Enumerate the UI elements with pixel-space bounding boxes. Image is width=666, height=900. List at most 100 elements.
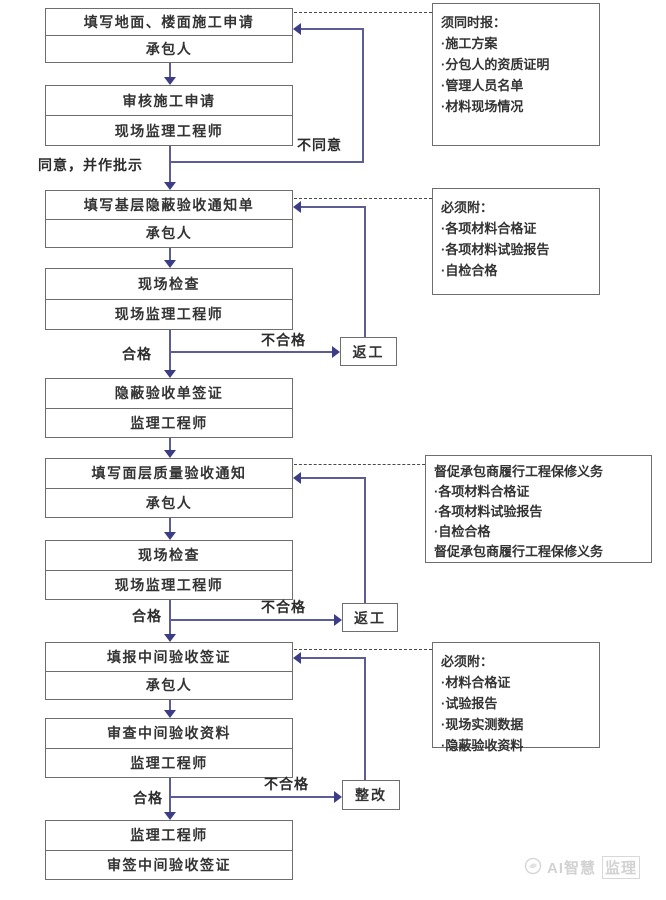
annotation-line: 督促承包商履行工程保修义务 bbox=[434, 544, 604, 559]
flow-line bbox=[169, 146, 171, 182]
arrow-right-icon bbox=[334, 791, 342, 803]
annotation-line: ·施工方案 bbox=[441, 36, 498, 51]
edge-label-pass-3: 合格 bbox=[133, 790, 163, 806]
step-review-construction-application: 审核施工申请 现场监理工程师 bbox=[45, 85, 293, 146]
step-title: 审核施工申请 bbox=[46, 86, 292, 116]
step-review-intermediate-acceptance-data: 审查中间验收资料 监理工程师 bbox=[45, 718, 293, 778]
arrow-down-icon bbox=[164, 260, 176, 268]
flow-line bbox=[169, 518, 171, 533]
annotation-submit-with: 须同时报： ·施工方案 ·分包人的资质证明 ·管理人员名单 ·材料现场情况 bbox=[432, 3, 600, 146]
annotation-line: 须同时报： bbox=[441, 15, 507, 30]
annotation-line: ·隐蔽验收资料 bbox=[441, 738, 524, 753]
dashed-link-2 bbox=[294, 198, 432, 199]
watermark-logo-icon bbox=[524, 857, 542, 879]
dashed-link-1 bbox=[294, 12, 432, 13]
annotation-line: ·各项材料合格证 bbox=[434, 484, 530, 499]
step-site-inspection-1: 现场检查 现场监理工程师 bbox=[45, 268, 293, 330]
annotation-must-attach-2: 必须附： ·材料合格证 ·试验报告 ·现场实测数据 ·隐蔽验收资料 bbox=[432, 642, 600, 753]
annotation-line: ·各项材料合格证 bbox=[441, 221, 537, 236]
annotation-line: ·材料合格证 bbox=[441, 675, 511, 690]
annotation-line: ·现场实测数据 bbox=[441, 717, 524, 732]
rectify-loop-line bbox=[301, 657, 366, 659]
arrow-left-icon bbox=[293, 652, 301, 664]
rework2-loop-line bbox=[364, 477, 366, 603]
flow-line bbox=[169, 63, 171, 78]
watermark: AI智慧监理 bbox=[524, 856, 641, 879]
annotation-warranty-obligation: 督促承包商履行工程保修义务 ·各项材料合格证 ·各项材料试验报告 ·自检合格 督… bbox=[425, 455, 652, 563]
annotation-line: 督促承包商履行工程保修义务 bbox=[434, 464, 604, 479]
arrow-down-icon bbox=[164, 710, 176, 718]
disagree-loop-line bbox=[362, 28, 364, 163]
edge-label-fail-3: 不合格 bbox=[264, 776, 309, 792]
flow-line bbox=[169, 438, 171, 451]
step-actor: 监理工程师 bbox=[130, 414, 208, 431]
step-actor: 现场监理工程师 bbox=[114, 122, 224, 139]
edge-label-agree: 同意，并作批示 bbox=[38, 157, 143, 173]
disagree-loop-line bbox=[301, 28, 364, 30]
flow-line bbox=[169, 248, 171, 261]
rework1-loop-line bbox=[301, 206, 366, 208]
annotation-must-attach-1: 必须附： ·各项材料合格证 ·各项材料试验报告 ·自检合格 bbox=[432, 188, 600, 295]
annotation-line: ·分包人的资质证明 bbox=[441, 57, 550, 72]
arrow-down-icon bbox=[164, 182, 176, 190]
fail-branch-line-3 bbox=[170, 796, 334, 798]
step-floor-construction-application: 填写地面、楼面施工申请 承包人 bbox=[45, 8, 293, 63]
step-actor: 监理工程师 bbox=[130, 754, 208, 771]
dashed-link-3 bbox=[294, 464, 425, 465]
rework2-loop-line bbox=[301, 477, 366, 479]
step-sign-intermediate-acceptance: 监理工程师 审签中间验收签证 bbox=[45, 820, 293, 880]
step-actor: 审签中间验收签证 bbox=[107, 856, 231, 873]
step-title: 隐蔽验收单签证 bbox=[46, 379, 292, 409]
annotation-line: 必须附： bbox=[441, 200, 494, 215]
watermark-text-boxed: 监理 bbox=[602, 856, 641, 879]
edge-label-fail-2: 不合格 bbox=[261, 599, 306, 615]
annotation-line: ·各项材料试验报告 bbox=[441, 242, 550, 257]
rework-box-2: 返工 bbox=[342, 603, 398, 632]
step-title: 填写基层隐蔽验收通知单 bbox=[46, 191, 292, 220]
edge-label-pass-2: 合格 bbox=[132, 608, 162, 624]
arrow-down-icon bbox=[164, 450, 176, 458]
flow-line bbox=[169, 700, 171, 711]
arrow-left-icon bbox=[293, 472, 301, 484]
arrow-down-icon bbox=[164, 812, 176, 820]
step-actor: 现场监理工程师 bbox=[114, 306, 224, 323]
step-title: 填报中间验收签证 bbox=[46, 643, 292, 672]
arrow-down-icon bbox=[164, 370, 176, 378]
step-intermediate-acceptance-submit: 填报中间验收签证 承包人 bbox=[45, 642, 293, 700]
annotation-line: ·各项材料试验报告 bbox=[434, 504, 543, 519]
arrow-down-icon bbox=[164, 532, 176, 540]
step-actor: 承包人 bbox=[145, 677, 193, 694]
step-title: 填写地面、楼面施工申请 bbox=[46, 9, 292, 36]
rework1-loop-line bbox=[364, 206, 366, 337]
edge-label-pass-1: 合格 bbox=[122, 346, 152, 362]
step-hidden-acceptance-sign: 隐蔽验收单签证 监理工程师 bbox=[45, 378, 293, 438]
watermark-text: AI智慧 bbox=[547, 860, 597, 877]
rectify-box: 整改 bbox=[342, 780, 400, 810]
step-actor: 承包人 bbox=[145, 41, 193, 57]
flow-line bbox=[169, 778, 171, 813]
fail-branch-line-1 bbox=[170, 351, 332, 353]
step-title: 审查中间验收资料 bbox=[46, 719, 292, 749]
arrow-down-icon bbox=[164, 634, 176, 642]
step-site-inspection-2: 现场检查 现场监理工程师 bbox=[45, 540, 293, 600]
edge-label-disagree: 不同意 bbox=[297, 137, 342, 153]
annotation-line: ·试验报告 bbox=[441, 696, 498, 711]
step-title: 填写面层质量验收通知 bbox=[46, 459, 292, 489]
arrow-right-icon bbox=[334, 614, 342, 626]
rework-box-1: 返工 bbox=[340, 337, 397, 366]
fail-branch-line-2 bbox=[170, 619, 334, 621]
arrow-left-icon bbox=[293, 23, 301, 35]
arrow-left-icon bbox=[293, 201, 301, 213]
step-actor: 承包人 bbox=[145, 494, 193, 511]
disagree-loop-line bbox=[170, 161, 364, 163]
annotation-line: ·自检合格 bbox=[434, 524, 491, 539]
flow-line bbox=[169, 330, 171, 371]
dashed-link-4 bbox=[294, 649, 432, 650]
flow-line bbox=[169, 600, 171, 635]
edge-label-fail-1: 不合格 bbox=[261, 332, 306, 348]
step-surface-quality-acceptance-notice: 填写面层质量验收通知 承包人 bbox=[45, 458, 293, 518]
arrow-right-icon bbox=[332, 346, 340, 358]
rectify-loop-line bbox=[364, 657, 366, 780]
step-title: 现场检查 bbox=[46, 269, 292, 300]
